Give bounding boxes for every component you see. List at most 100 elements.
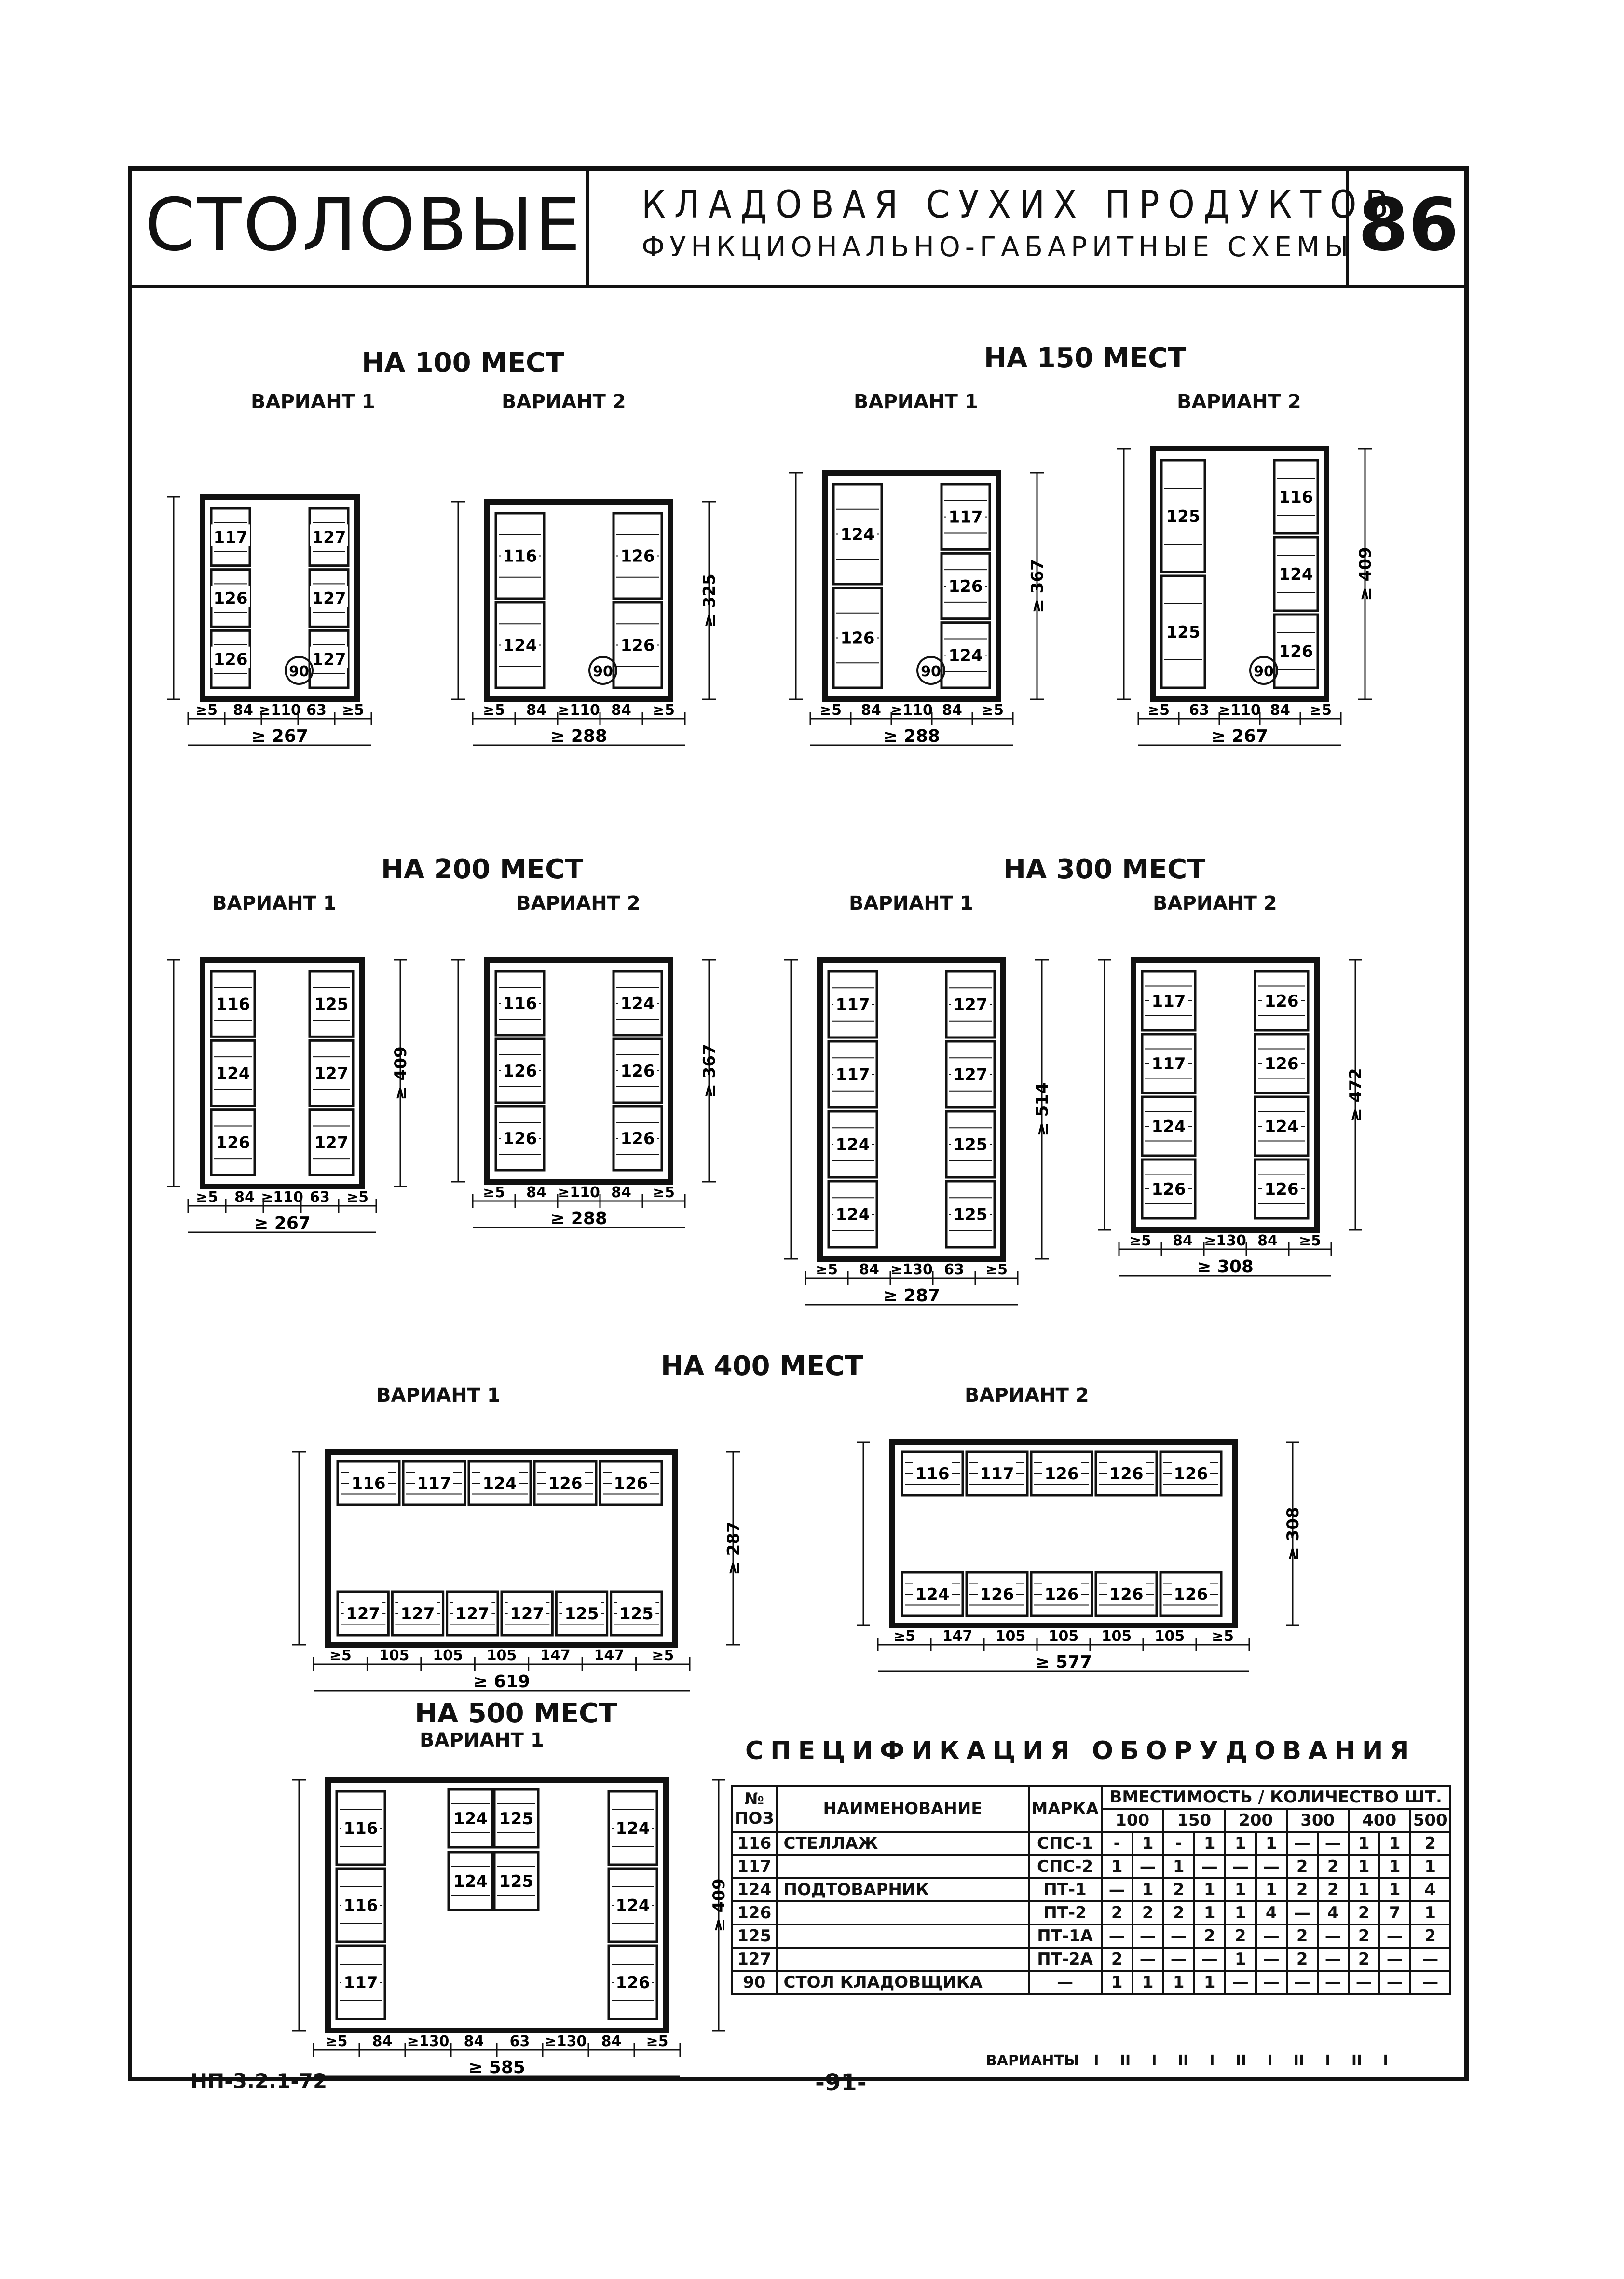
- variant-marker: II: [1177, 2052, 1189, 2069]
- equipment-box: [494, 1037, 546, 1104]
- label-bg: [951, 1132, 990, 1153]
- equipment-box: [612, 970, 663, 1037]
- dimension-label: ≥5: [195, 702, 218, 719]
- equipment-box: [493, 1851, 540, 1911]
- spec-qty-cell: 1: [1224, 1947, 1257, 1972]
- spec-qty-cell: 4: [1316, 1900, 1350, 1925]
- header-separator: [1346, 166, 1349, 287]
- equipment-label: 126: [1265, 992, 1299, 1011]
- equipment-label: 126: [1109, 1585, 1144, 1604]
- equipment-box: [827, 1110, 878, 1179]
- spec-name: ПОДТОВАРНИК: [776, 1877, 1030, 1902]
- spec-qty-cell: 1: [1193, 1900, 1226, 1925]
- label-bg: [1149, 1051, 1188, 1072]
- table-circle: [916, 656, 945, 685]
- equipment-box: [827, 1180, 878, 1249]
- spec-qty-cell: -: [1100, 1831, 1133, 1856]
- equipment-label: 90: [289, 663, 309, 680]
- equipment-box: [1273, 613, 1319, 689]
- spec-qty-cell: 1: [1347, 1877, 1380, 1902]
- equipment-label: 124: [616, 1819, 650, 1838]
- dimension-label: 63: [510, 2033, 530, 2050]
- spec-qty-cell: 1: [1378, 1854, 1411, 1879]
- equipment-label: 127: [455, 1604, 490, 1624]
- room-walls: [484, 957, 673, 1185]
- group-label-100: НА 100 МЕСТ: [362, 347, 564, 379]
- variant-label: ВАРИАНТ 2: [1177, 391, 1301, 413]
- equipment-label: 116: [352, 1474, 386, 1493]
- equipment-box: [1273, 459, 1319, 535]
- dimension-label: ≥5: [1129, 1232, 1151, 1249]
- spec-qty-cell: 1: [1193, 1970, 1226, 1995]
- label-bg: [1042, 1582, 1081, 1603]
- label-bg: [614, 1893, 652, 1914]
- equipment-label: 126: [1174, 1464, 1208, 1484]
- group-label-200: НА 200 МЕСТ: [381, 854, 584, 885]
- label-bg: [1277, 561, 1315, 583]
- spec-title: СПЕЦИФИКАЦИЯ ОБОРУДОВАНИЯ: [745, 1736, 1416, 1765]
- overall-dimension: ≥ 409: [391, 1046, 410, 1100]
- dimension-label: ≥5: [1212, 1628, 1234, 1645]
- label-bg: [1149, 988, 1188, 1010]
- spec-qty-cell: 1: [1224, 1831, 1257, 1856]
- equipment-label: 126: [1152, 1180, 1186, 1199]
- label-bg: [1262, 1051, 1301, 1072]
- equipment-label: 124: [949, 646, 983, 665]
- spec-qty-cell: —: [1347, 1970, 1380, 1995]
- room-walls: [889, 1439, 1238, 1628]
- dimension-label: 84: [234, 1189, 255, 1206]
- label-bg: [612, 1471, 650, 1492]
- equipment-label: 124: [621, 994, 655, 1013]
- equipment-label: 116: [1279, 488, 1313, 507]
- drawing-frame: [128, 166, 1469, 2081]
- variant-label: ВАРИАНТ 2: [1153, 892, 1277, 914]
- equipment-box: [402, 1460, 466, 1506]
- overall-dimension: ≥ 409: [710, 1878, 729, 1932]
- room-walls: [325, 1449, 678, 1648]
- equipment-label: 117: [836, 996, 870, 1015]
- spec-qty-cell: —: [1255, 1947, 1288, 1972]
- dimension-label: ≥110: [261, 1189, 303, 1206]
- equipment-label: 126: [621, 547, 655, 566]
- equipment-box: [210, 1039, 256, 1107]
- equipment-label: 126: [1265, 1054, 1299, 1074]
- dimension-label: ≥5: [483, 702, 505, 719]
- spec-qty-cell: 2: [1285, 1924, 1319, 1949]
- equipment-box: [965, 1571, 1029, 1617]
- equipment-label: 125: [565, 1604, 599, 1624]
- dimension-label: 84: [1173, 1232, 1193, 1249]
- dimension-label: ≥5: [819, 702, 842, 719]
- spec-qty-cell: 1: [1131, 1877, 1164, 1902]
- label-bg: [838, 625, 877, 647]
- dimension-label: 147: [540, 1647, 571, 1664]
- sheet-title: КЛАДОВАЯ СУХИХ ПРОДУКТОВ: [641, 183, 1397, 227]
- label-bg: [211, 586, 250, 607]
- overall-dimension: ≥ 367: [700, 1044, 719, 1097]
- equipment-box: [940, 621, 991, 689]
- equipment-label: 117: [836, 1065, 870, 1085]
- room-walls: [1150, 446, 1329, 702]
- equipment-label: 126: [621, 1129, 655, 1148]
- label-bg: [946, 642, 985, 664]
- spec-qty-cell: —: [1378, 1947, 1411, 1972]
- equipment-label: 124: [216, 1064, 250, 1083]
- label-bg: [1262, 988, 1301, 1010]
- sheet-number: 86: [1358, 183, 1459, 267]
- variant-marker: II: [1119, 2052, 1131, 2069]
- spec-qty-cell: 2: [1162, 1900, 1195, 1925]
- equipment-label: 116: [503, 547, 537, 566]
- spec-name: [776, 1924, 1030, 1949]
- label-bg: [1149, 1176, 1188, 1198]
- label-bg: [1277, 639, 1315, 660]
- label-bg: [310, 586, 348, 607]
- equipment-box: [607, 1867, 658, 1943]
- label-bg: [1107, 1461, 1146, 1482]
- label-bg: [1172, 1461, 1210, 1482]
- label-bg: [341, 1815, 380, 1837]
- spec-position: 126: [731, 1900, 778, 1925]
- spec-qty-cell: 2: [1409, 1924, 1451, 1949]
- spec-qty-cell: 2: [1409, 1831, 1451, 1856]
- equipment-box: [901, 1571, 964, 1617]
- equipment-box: [832, 483, 883, 586]
- variant-marker: I: [1383, 2052, 1389, 2069]
